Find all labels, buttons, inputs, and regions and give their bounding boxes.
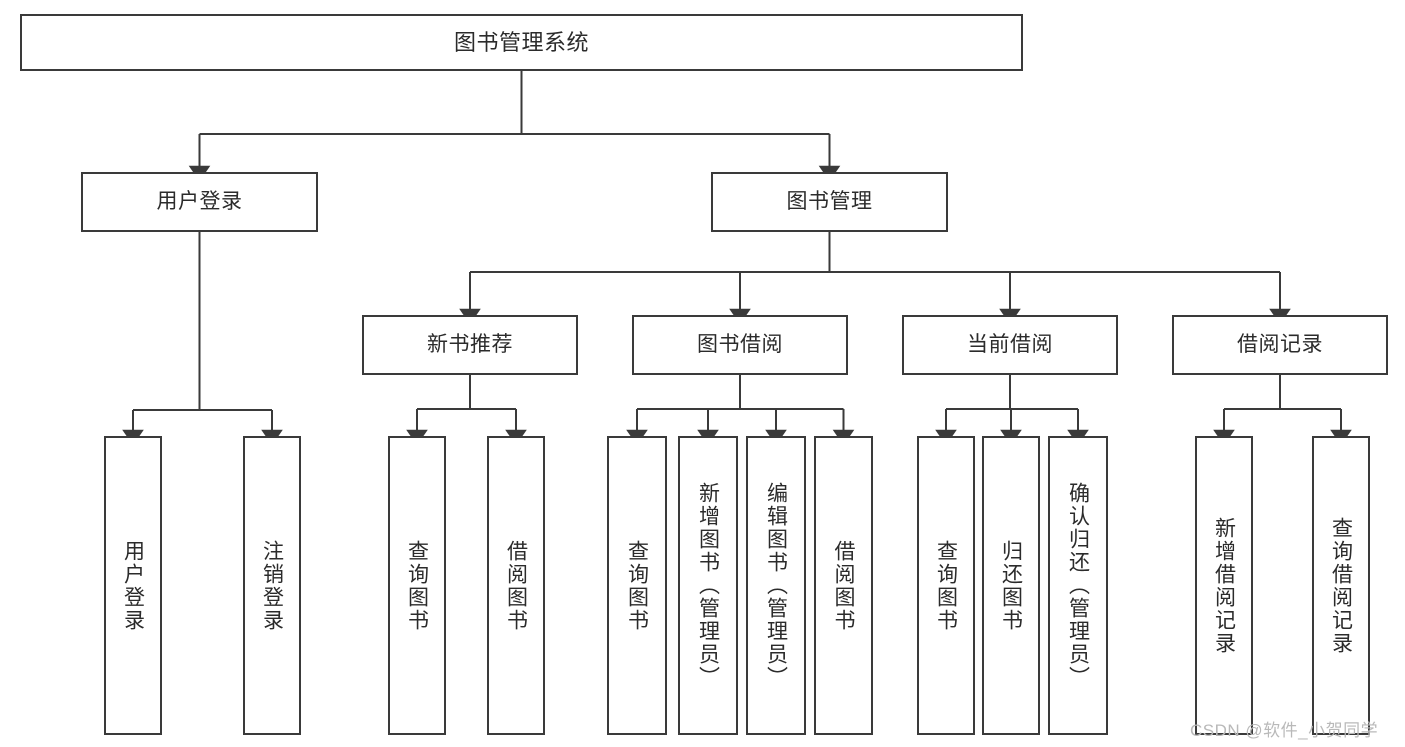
node-user_login: 用户登录 <box>81 172 318 232</box>
node-label-new_book_rec: 新书推荐 <box>427 332 513 356</box>
node-root: 图书管理系统 <box>20 14 1023 71</box>
node-leaf_user_logout: 注销登录 <box>243 436 301 735</box>
node-leaf_return_book: 归还图书 <box>982 436 1040 735</box>
node-leaf_add_book: 新增图书（管理员） <box>678 436 738 735</box>
node-label-leaf_edit_book: 编辑图书（管理员） <box>764 482 788 689</box>
node-book_borrow: 图书借阅 <box>632 315 848 375</box>
node-label-leaf_user_login: 用户登录 <box>121 539 145 632</box>
node-label-leaf_add_book: 新增图书（管理员） <box>696 482 720 689</box>
node-label-leaf_query_log: 查询借阅记录 <box>1329 516 1353 655</box>
node-label-borrow_log: 借阅记录 <box>1237 332 1323 356</box>
node-leaf_borrow_book_2: 借阅图书 <box>814 436 873 735</box>
node-label-cur_borrow: 当前借阅 <box>967 332 1053 356</box>
node-borrow_log: 借阅记录 <box>1172 315 1388 375</box>
node-leaf_query_book_1: 查询图书 <box>388 436 446 735</box>
node-cur_borrow: 当前借阅 <box>902 315 1118 375</box>
node-label-root: 图书管理系统 <box>453 29 589 55</box>
node-leaf_query_log: 查询借阅记录 <box>1312 436 1370 735</box>
node-label-leaf_borrow_book_2: 借阅图书 <box>832 539 855 632</box>
node-book_mgmt: 图书管理 <box>711 172 948 232</box>
node-label-leaf_query_book_3: 查询图书 <box>934 539 958 632</box>
node-label-book_mgmt: 图书管理 <box>786 189 873 213</box>
node-leaf_confirm_ret: 确认归还（管理员） <box>1048 436 1108 735</box>
node-leaf_query_book_2: 查询图书 <box>607 436 667 735</box>
node-label-leaf_return_book: 归还图书 <box>999 539 1023 632</box>
node-label-leaf_query_book_1: 查询图书 <box>405 539 429 632</box>
node-new_book_rec: 新书推荐 <box>362 315 578 375</box>
node-leaf_user_login: 用户登录 <box>104 436 162 735</box>
node-label-leaf_borrow_book_1: 借阅图书 <box>504 539 528 632</box>
node-label-leaf_confirm_ret: 确认归还（管理员） <box>1066 482 1090 689</box>
node-label-leaf_add_log: 新增借阅记录 <box>1212 516 1236 655</box>
node-leaf_query_book_3: 查询图书 <box>917 436 975 735</box>
node-label-book_borrow: 图书借阅 <box>697 332 783 356</box>
node-leaf_add_log: 新增借阅记录 <box>1195 436 1253 735</box>
node-leaf_edit_book: 编辑图书（管理员） <box>746 436 806 735</box>
node-label-leaf_user_logout: 注销登录 <box>260 539 284 632</box>
connector-group <box>122 71 1352 446</box>
node-label-leaf_query_book_2: 查询图书 <box>625 539 649 632</box>
node-label-user_login: 用户登录 <box>156 189 243 213</box>
node-leaf_borrow_book_1: 借阅图书 <box>487 436 545 735</box>
